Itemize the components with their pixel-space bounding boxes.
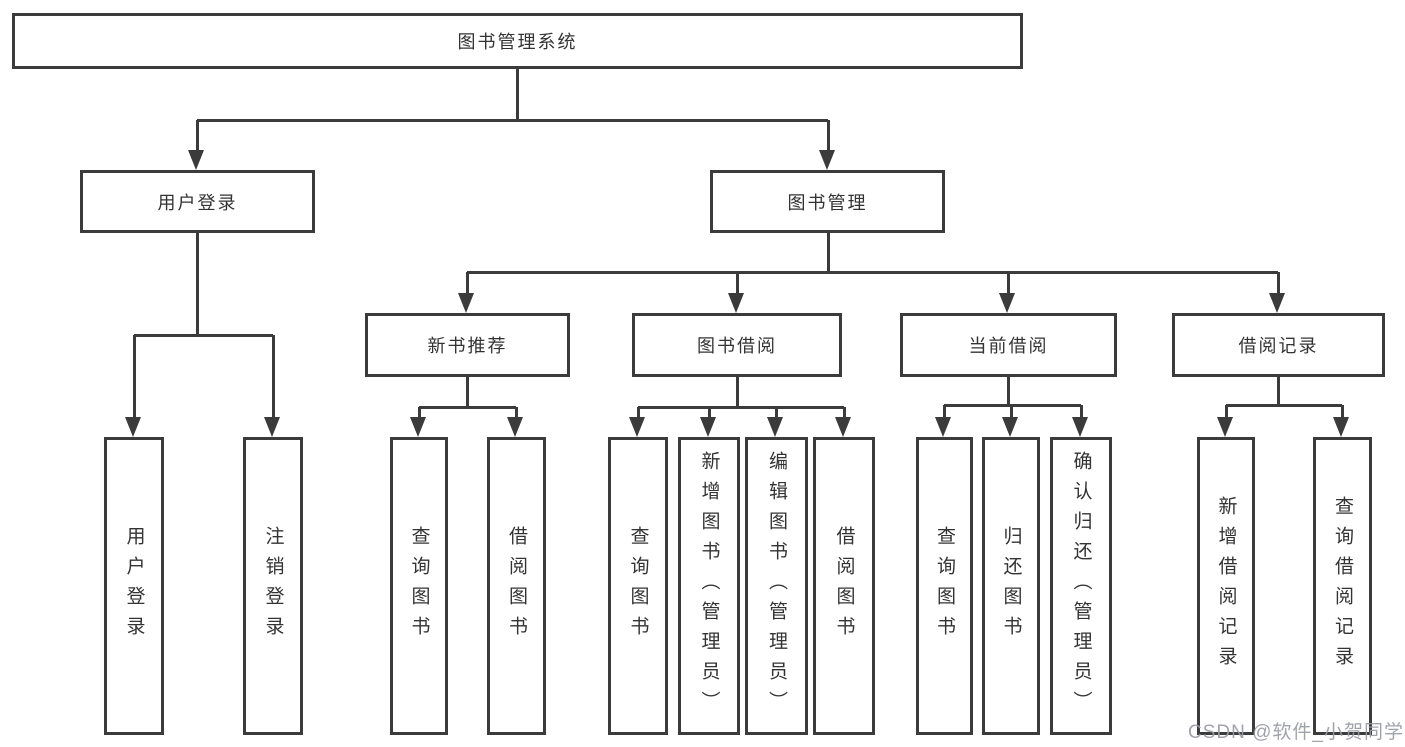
arrow-head-icon — [628, 417, 645, 437]
node-label: 编辑图书（管理员） — [766, 451, 787, 721]
arrow-head-icon — [766, 417, 783, 437]
arrow-head-icon — [934, 417, 951, 437]
arrow-shaft — [735, 272, 739, 295]
connector-line — [1226, 403, 1342, 407]
node-leaf-logout: 注销登录 — [243, 437, 303, 735]
node-label: 归还图书 — [1000, 526, 1022, 646]
node-label: 用户登录 — [123, 526, 145, 646]
connector-line — [134, 333, 273, 337]
arrow-shaft — [271, 335, 275, 419]
arrow-shaft — [774, 407, 778, 419]
connector-line — [195, 233, 199, 335]
connector-line — [944, 403, 1081, 407]
connector-line — [197, 118, 828, 122]
node-label: 确认归还（管理员） — [1070, 451, 1092, 721]
node-label: 查询图书 — [408, 526, 430, 646]
arrow-shaft — [465, 272, 469, 295]
node-leaf-confirm-return: 确认归还（管理员） — [1050, 437, 1112, 735]
arrow-shaft — [195, 120, 199, 152]
arrow-head-icon — [1268, 293, 1285, 313]
arrow-head-icon — [998, 293, 1015, 313]
node-leaf-borrow-book-2: 借阅图书 — [813, 437, 875, 735]
arrow-shaft — [707, 407, 711, 419]
node-leaf-add-book: 新增图书（管理员） — [678, 437, 740, 735]
connector-line — [1006, 377, 1010, 405]
arrow-shaft — [1009, 405, 1013, 419]
node-leaf-edit-book: 编辑图书（管理员） — [745, 437, 808, 735]
arrow-head-icon — [1216, 417, 1233, 437]
node-label: 注销登录 — [262, 526, 284, 646]
node-book-borrowing: 图书借阅 — [632, 313, 842, 377]
node-leaf-add-borrow-record: 新增借阅记录 — [1197, 437, 1255, 735]
node-user-login: 用户登录 — [80, 170, 315, 233]
node-label: 借阅记录 — [1238, 336, 1319, 356]
arrow-shaft — [1340, 405, 1344, 419]
node-label: 新增借阅记录 — [1215, 496, 1237, 676]
node-label: 新增图书（管理员） — [698, 451, 720, 721]
arrow-head-icon — [834, 417, 851, 437]
node-leaf-user-login: 用户登录 — [104, 437, 164, 735]
arrow-shaft — [942, 405, 946, 419]
node-leaf-borrow-book-1: 借阅图书 — [487, 437, 546, 735]
node-label: 查询图书 — [934, 526, 955, 646]
node-label: 当前借阅 — [968, 336, 1049, 356]
node-leaf-query-book-1: 查询图书 — [390, 437, 448, 735]
node-leaf-query-book-2: 查询图书 — [608, 437, 668, 735]
arrow-head-icon — [1071, 417, 1088, 437]
csdn-watermark: CSDN @软件_小贺同学 — [1188, 722, 1404, 743]
connector-line — [419, 405, 516, 409]
arrow-head-icon — [506, 417, 523, 437]
connector-line — [467, 270, 1278, 274]
arrow-shaft — [1079, 405, 1083, 419]
arrow-head-icon — [457, 293, 474, 313]
arrow-shaft — [1276, 272, 1280, 295]
node-root: 图书管理系统 — [12, 13, 1023, 69]
arrow-shaft — [514, 407, 518, 419]
arrow-head-icon — [263, 417, 280, 437]
node-label: 图书管理系统 — [457, 32, 578, 52]
arrow-shaft — [636, 407, 640, 419]
node-label: 图书借阅 — [697, 336, 777, 356]
connector-line — [638, 405, 844, 409]
arrow-head-icon — [1332, 417, 1349, 437]
node-label: 新书推荐 — [427, 336, 508, 356]
node-label: 用户登录 — [157, 192, 238, 213]
arrow-shaft — [132, 335, 136, 419]
connector-line — [515, 69, 519, 120]
node-new-book-recommend: 新书推荐 — [365, 313, 570, 377]
arrow-head-icon — [1001, 417, 1018, 437]
node-label: 图书管理 — [787, 192, 868, 213]
arrow-shaft — [842, 407, 846, 419]
connector-line — [1276, 377, 1280, 405]
node-leaf-query-book-3: 查询图书 — [916, 437, 973, 735]
node-label: 查询图书 — [627, 526, 649, 646]
arrow-shaft — [1224, 405, 1228, 419]
arrow-head-icon — [187, 150, 204, 170]
arrow-head-icon — [727, 293, 744, 313]
node-label: 查询借阅记录 — [1332, 496, 1353, 676]
arrow-shaft — [417, 407, 421, 419]
connector-line — [735, 377, 739, 407]
node-leaf-return-book: 归还图书 — [982, 437, 1040, 735]
arrow-head-icon — [124, 417, 141, 437]
arrow-head-icon — [409, 417, 426, 437]
node-borrowing-records: 借阅记录 — [1172, 313, 1385, 377]
node-leaf-query-borrow-record: 查询借阅记录 — [1313, 437, 1372, 735]
connector-line — [465, 377, 469, 407]
arrow-shaft — [1006, 272, 1010, 295]
node-label: 借阅图书 — [506, 526, 527, 646]
arrow-head-icon — [699, 417, 716, 437]
node-current-borrowing: 当前借阅 — [900, 313, 1117, 377]
arrow-head-icon — [818, 150, 835, 170]
node-label: 借阅图书 — [833, 526, 855, 646]
connector-line — [826, 233, 830, 272]
arrow-shaft — [826, 120, 830, 152]
node-book-management: 图书管理 — [710, 170, 945, 233]
